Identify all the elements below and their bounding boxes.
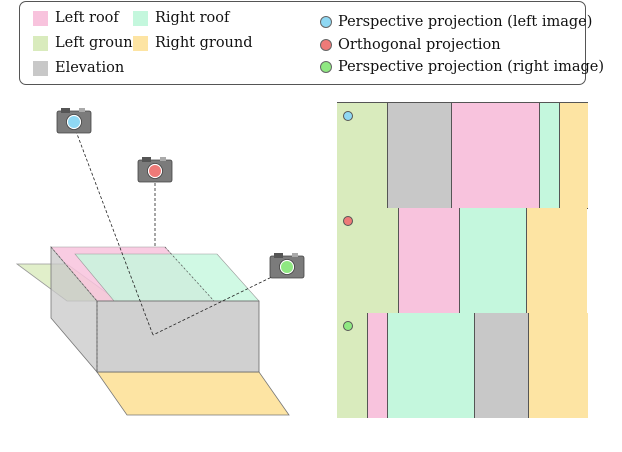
- legend-item-left-ground: Left ground: [33, 33, 142, 53]
- legend-item-right-roof: Right roof: [133, 8, 229, 28]
- legend-item-perspective-left: Perspective projection (left image): [320, 12, 592, 32]
- segment-left-roof: [367, 313, 387, 418]
- legend-item-left-roof: Left roof: [33, 8, 119, 28]
- segment-left-roof: [398, 208, 459, 313]
- legend-label-right-roof: Right roof: [155, 10, 230, 26]
- projection-rays: [73, 125, 285, 336]
- legend-label-right-ground: Right ground: [155, 35, 253, 51]
- legend-item-elevation: Elevation: [33, 58, 124, 78]
- left-ground-swatch: [33, 35, 48, 51]
- building-scene-diagram: [15, 108, 305, 416]
- camera-left-icon: [56, 108, 92, 134]
- segment-right-ground: [559, 103, 588, 208]
- legend-item-right-ground: Right ground: [133, 33, 253, 53]
- segment-elevation: [387, 103, 451, 208]
- segment-right-roof: [387, 313, 474, 418]
- segment-left-roof: [451, 103, 539, 208]
- orthogonal-dot-icon: [320, 39, 332, 51]
- segment-elevation: [474, 313, 528, 418]
- legend-label-orthogonal: Orthogonal projection: [338, 37, 501, 53]
- legend-label-left-roof: Left roof: [55, 10, 119, 26]
- perspective-right-dot-icon: [320, 61, 332, 73]
- right-ground-swatch: [133, 35, 148, 51]
- camera-right-icon: [269, 253, 305, 279]
- right-roof-swatch: [133, 10, 148, 26]
- front-elevation-face: [96, 300, 260, 373]
- right-ground-plane: [96, 371, 290, 416]
- legend-label-perspective-left: Perspective projection (left image): [338, 14, 593, 30]
- legend-label-perspective-right: Perspective projection (right image): [338, 59, 605, 75]
- legend-item-orthogonal: Orthogonal projection: [320, 35, 501, 55]
- legend: Left roof Right roof Left ground Right g…: [19, 1, 604, 85]
- left-roof-swatch: [33, 10, 48, 26]
- perspective-left-dot-icon: [320, 16, 332, 28]
- projection-dot-icon: [343, 111, 353, 121]
- projection-dot-icon: [343, 321, 353, 331]
- legend-label-elevation: Elevation: [55, 60, 125, 76]
- camera-ortho-icon: [137, 157, 173, 183]
- projection-strip-orthogonal: [337, 208, 588, 313]
- legend-item-perspective-right: Perspective projection (right image): [320, 57, 604, 77]
- projection-dot-icon: [343, 216, 353, 226]
- segment-right-ground: [526, 208, 587, 313]
- segment-right-roof: [459, 208, 526, 313]
- projection-strip-perspective-left: [337, 103, 588, 208]
- legend-label-left-ground: Left ground: [55, 35, 142, 51]
- elevation-swatch: [33, 60, 48, 76]
- hidden-edges: [50, 246, 215, 372]
- segment-left-ground: [337, 313, 367, 418]
- segment-right-ground: [528, 313, 588, 418]
- projection-strip-perspective-right: [337, 313, 588, 418]
- segment-right-roof: [539, 103, 559, 208]
